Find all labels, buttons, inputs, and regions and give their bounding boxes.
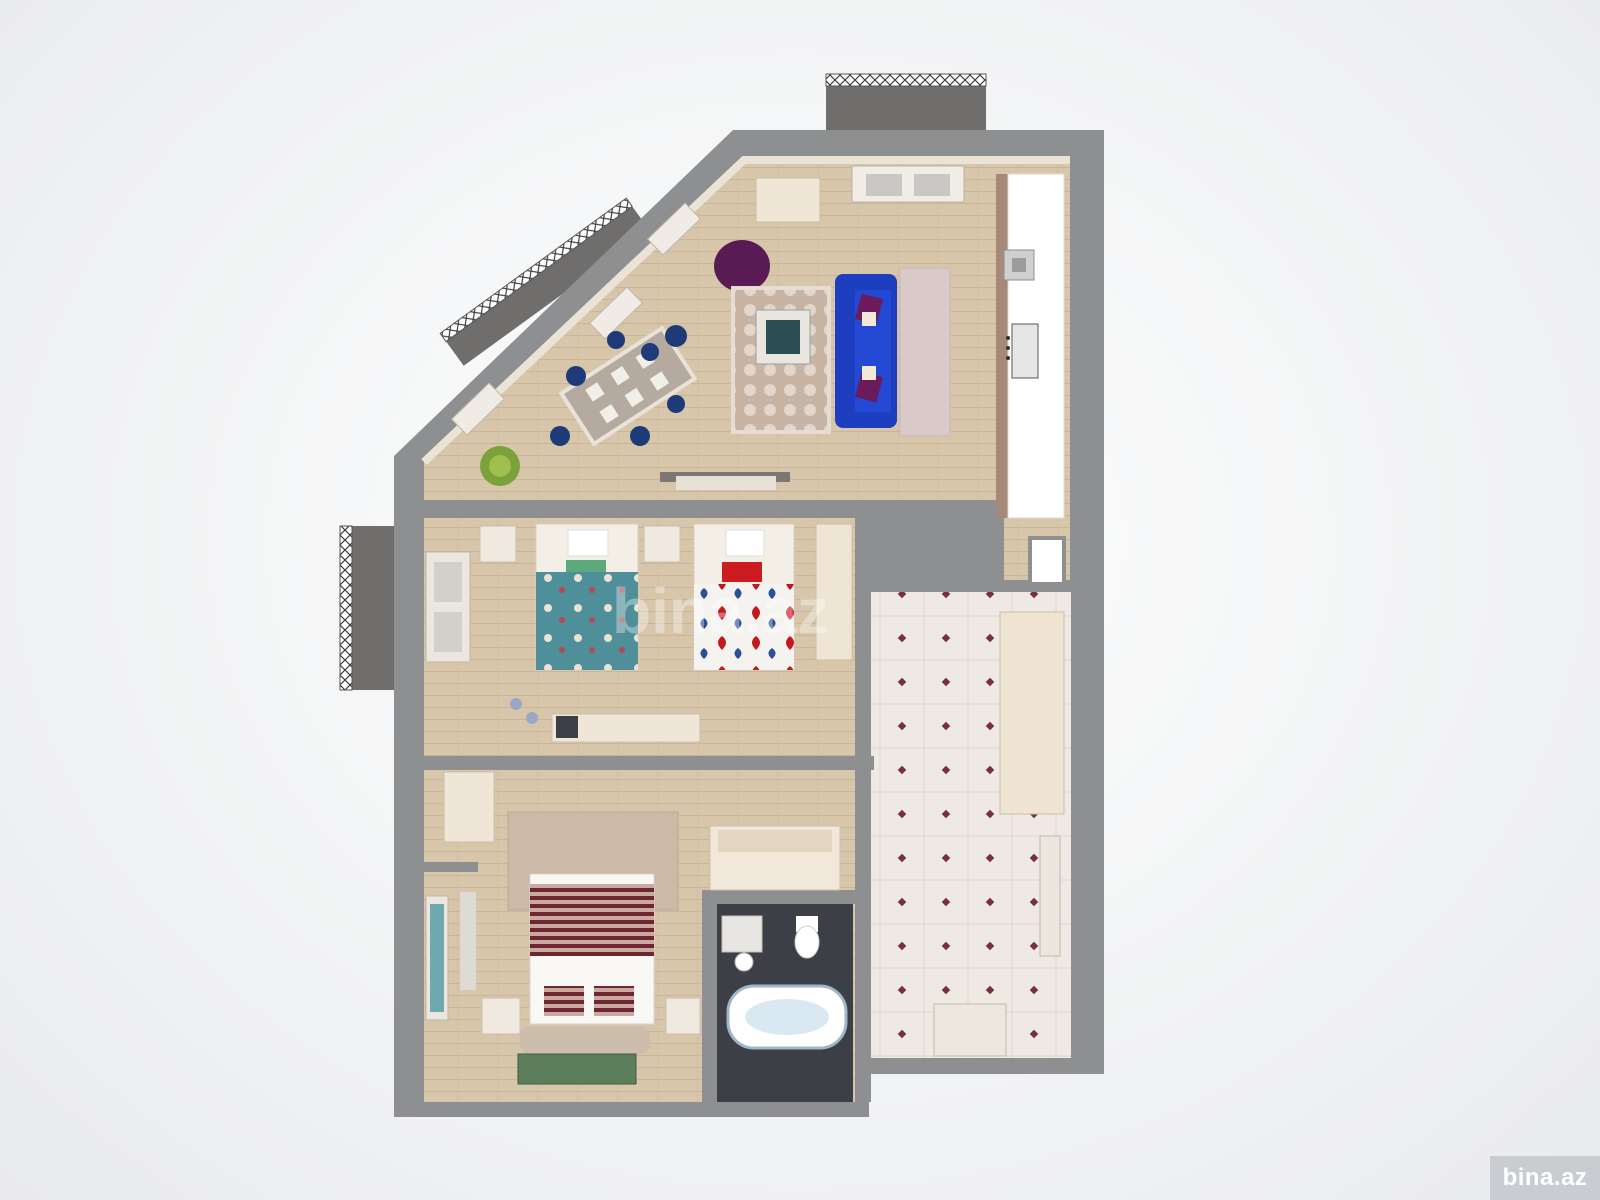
bina-az-logo[interactable]: bina.az (1490, 1156, 1600, 1200)
balcony-door-top (851, 165, 965, 203)
kitchen-island (899, 267, 951, 437)
balcony-diagonal (439, 197, 650, 366)
floor-mat-painting (517, 1053, 637, 1085)
hall-shoe-cabinet (1028, 536, 1066, 586)
wall-bath-top (702, 890, 862, 904)
purple-armchair (714, 240, 770, 292)
hall-wardrobe (999, 611, 1065, 815)
kitchen-counter (996, 173, 1065, 519)
wall-hall-left (855, 500, 871, 1102)
wall-bath-left (702, 890, 717, 1102)
balcony-left (339, 525, 394, 691)
kids-window (425, 551, 471, 663)
study-desk (510, 698, 701, 743)
bathroom-sink (734, 952, 754, 972)
bed-bench (520, 1026, 650, 1054)
bathroom-cabinet (721, 915, 763, 953)
potted-plant (480, 446, 520, 486)
tv-stand-top (676, 476, 776, 490)
nightstand-left (479, 525, 517, 563)
diagonal-windows (450, 202, 702, 436)
coffee-table (755, 309, 811, 365)
kids-wardrobe (815, 523, 853, 661)
wall-kids-top (424, 500, 874, 518)
master-wardrobe (443, 771, 495, 843)
nightstand-middle (643, 525, 681, 563)
single-bed-right (693, 523, 795, 671)
living-baseboard (421, 156, 1070, 465)
console-table (755, 177, 821, 223)
balcony-top (825, 73, 987, 130)
dresser (709, 825, 841, 891)
single-bed-left (535, 523, 639, 671)
hall-mirror-panel (1039, 835, 1061, 957)
nightstand-master-left (481, 997, 521, 1035)
wall-kids-bottom (424, 756, 874, 770)
wall-master-closet (424, 862, 478, 872)
nightstand-master-right (665, 997, 701, 1035)
blue-sofa (835, 274, 897, 428)
toilet (794, 916, 820, 959)
entry-door (933, 1003, 1007, 1057)
double-bed (529, 873, 655, 1025)
dining-set (550, 325, 698, 447)
bathtub (726, 984, 848, 1050)
master-window (425, 892, 476, 1021)
